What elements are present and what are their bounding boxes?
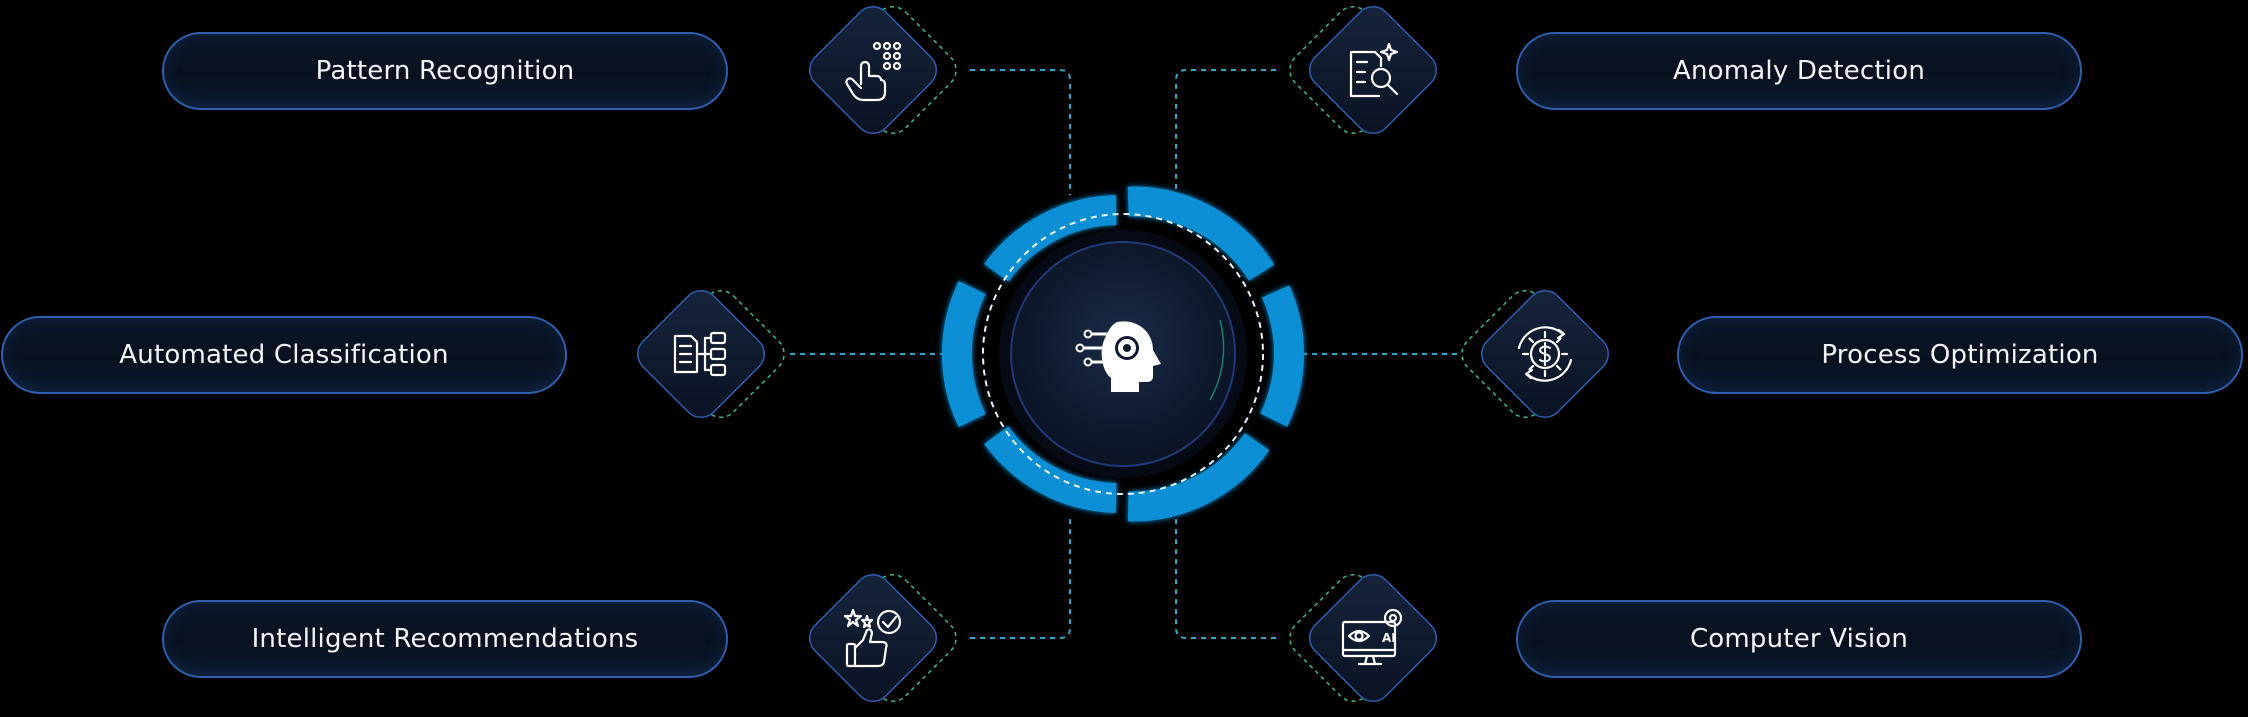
capability-label: Anomaly Detection xyxy=(1672,56,1925,86)
dashed-inner-ring xyxy=(982,213,1264,495)
capability-pill-intelligent-recommendations: Intelligent Recommendations xyxy=(162,600,728,678)
connector-lines xyxy=(790,69,1458,639)
capability-pill-pattern-recognition: Pattern Recognition xyxy=(162,32,728,110)
connector-vision xyxy=(1175,515,1276,639)
connector-pattern xyxy=(970,69,1071,195)
center-hub xyxy=(941,186,1304,522)
node-process xyxy=(1461,289,1610,419)
document-hierarchy-icon xyxy=(673,331,727,377)
node-anomaly xyxy=(1289,5,1438,135)
gear-dollar-cycle-icon xyxy=(1517,326,1573,382)
capability-label: Automated Classification xyxy=(119,340,449,370)
node-vision: AI xyxy=(1289,573,1438,703)
monitor-eye-ai-icon xyxy=(1341,608,1403,666)
connector-anomaly xyxy=(1175,69,1276,195)
thumbs-up-stars-icon xyxy=(843,608,902,668)
node-pattern xyxy=(808,5,957,135)
capability-pill-process-optimization: Process Optimization xyxy=(1677,316,2243,394)
document-search-sparkle-icon xyxy=(1349,42,1399,98)
hand-tap-dots-icon xyxy=(845,41,902,102)
ai-badge-text: AI xyxy=(1382,631,1396,645)
outer-ring-segments xyxy=(941,186,1304,522)
capability-label: Pattern Recognition xyxy=(315,56,575,86)
ai-head-gear-icon xyxy=(1075,321,1161,392)
capability-pill-computer-vision: Computer Vision xyxy=(1516,600,2082,678)
capability-label: Computer Vision xyxy=(1689,624,1909,654)
capability-pill-anomaly-detection: Anomaly Detection xyxy=(1516,32,2082,110)
capability-label: Process Optimization xyxy=(1821,340,2099,370)
connector-intel xyxy=(970,515,1071,639)
node-classif xyxy=(636,289,785,419)
capability-pill-automated-classification: Automated Classification xyxy=(1,316,567,394)
capability-label: Intelligent Recommendations xyxy=(251,624,639,654)
node-intel xyxy=(808,573,957,703)
